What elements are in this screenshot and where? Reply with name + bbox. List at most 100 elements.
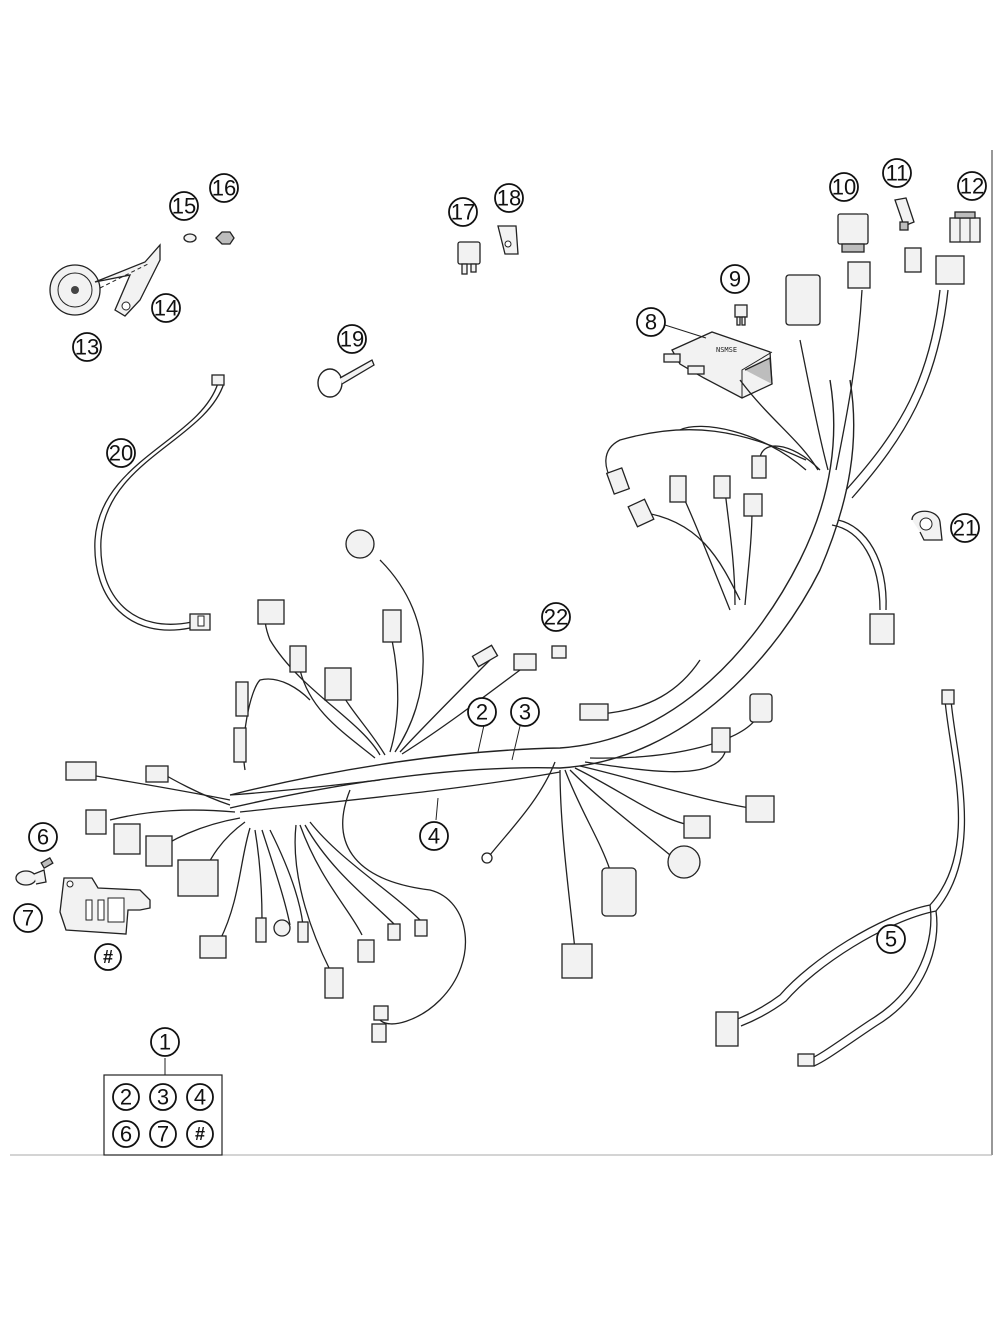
- callout-22: 22: [541, 602, 571, 632]
- connector-icon: [387, 923, 401, 941]
- svg-text:22: 22: [544, 605, 568, 630]
- connector-icon: [513, 653, 537, 671]
- svg-text:12: 12: [960, 174, 984, 199]
- connector-22-icon: [551, 645, 567, 659]
- kit-item-2: 2: [112, 1083, 140, 1111]
- connector-icon: [561, 943, 593, 979]
- connector-icon: [601, 867, 637, 917]
- connector-icon: [324, 667, 352, 701]
- callout-12: 12: [957, 171, 987, 201]
- svg-text:6: 6: [37, 825, 49, 850]
- kit-contents-box: [103, 1074, 223, 1156]
- connector-icon: [869, 613, 895, 645]
- connector-icon: [357, 939, 375, 963]
- connector-icon: [211, 374, 225, 386]
- svg-text:NSMSE: NSMSE: [716, 346, 737, 354]
- connector-icon: [743, 493, 763, 517]
- connector-icon: [145, 835, 173, 867]
- callout-16: 16: [209, 173, 239, 203]
- connector-icon: [669, 475, 687, 503]
- callout-10: 10: [829, 172, 859, 202]
- svg-text:11: 11: [886, 161, 909, 186]
- connector-icon: [935, 255, 965, 285]
- callout-17: 17: [448, 197, 478, 227]
- leader-4: [435, 797, 439, 821]
- svg-text:9: 9: [729, 267, 741, 292]
- relay-icon: [457, 241, 481, 275]
- relay-bracket-icon: [497, 225, 519, 255]
- connector-icon: [745, 795, 775, 823]
- svg-text:18: 18: [497, 186, 521, 211]
- kit-item-3: 3: [149, 1083, 177, 1111]
- svg-text:1: 1: [159, 1030, 171, 1055]
- callout-hash: #: [94, 943, 122, 971]
- connector-icon: [683, 815, 711, 839]
- svg-text:20: 20: [109, 441, 133, 466]
- connector-icon: [199, 935, 227, 959]
- cable-20: [94, 374, 225, 631]
- connector-icon: [273, 919, 291, 937]
- connector-icon: [257, 599, 285, 625]
- connector-icon: [373, 1005, 389, 1021]
- svg-text:7: 7: [157, 1122, 169, 1147]
- connector-icon: [233, 727, 247, 763]
- connector-icon: [785, 274, 821, 326]
- connector-icon: [255, 917, 267, 943]
- connector-icon: [113, 823, 141, 855]
- callout-4: 4: [419, 821, 449, 851]
- callout-2: 2: [467, 697, 497, 727]
- svg-text:4: 4: [194, 1085, 206, 1110]
- connector-icon: [715, 1011, 739, 1047]
- connector-icon: [941, 689, 955, 705]
- svg-text:19: 19: [340, 327, 364, 352]
- callout-15: 15: [169, 191, 199, 221]
- connector-icon: [713, 475, 731, 499]
- svg-text:7: 7: [22, 906, 34, 931]
- connector-icon: [667, 845, 701, 879]
- svg-text:5: 5: [885, 927, 897, 952]
- svg-text:2: 2: [120, 1085, 132, 1110]
- harness-connectors: [65, 247, 965, 1043]
- callout-1: 1: [150, 1027, 180, 1057]
- fuse-box-icon: NSMSE: [663, 331, 773, 399]
- relay-10-icon: [837, 213, 869, 253]
- connector-icon: [177, 859, 219, 897]
- svg-text:14: 14: [154, 296, 178, 321]
- svg-text:21: 21: [953, 516, 977, 541]
- svg-text:15: 15: [172, 194, 196, 219]
- connector-icon: [751, 455, 767, 479]
- connector-icon: [711, 727, 731, 753]
- kit-item-6: 6: [112, 1120, 140, 1148]
- leader-8: [664, 324, 707, 339]
- leader-3: [511, 725, 521, 761]
- connector-icon: [847, 261, 871, 289]
- connector-11-icon: [894, 197, 915, 231]
- callout-14: 14: [151, 293, 181, 323]
- connector-icon: [605, 467, 631, 495]
- callout-11: 11: [882, 158, 912, 188]
- connector-icon: [414, 919, 428, 937]
- connector-icon: [297, 921, 309, 943]
- callout-13: 13: [72, 332, 102, 362]
- svg-text:2: 2: [476, 700, 488, 725]
- svg-text:8: 8: [645, 310, 657, 335]
- connector-icon: [324, 967, 344, 999]
- svg-text:16: 16: [212, 176, 236, 201]
- callout-3: 3: [510, 697, 540, 727]
- leader-2: [477, 724, 485, 753]
- washer-icon: [183, 233, 197, 243]
- cable-5: [715, 689, 966, 1067]
- svg-text:17: 17: [451, 200, 475, 225]
- connector-12-icon: [949, 211, 981, 243]
- ring-terminal-icon: [481, 852, 493, 864]
- svg-text:6: 6: [120, 1122, 132, 1147]
- svg-text:13: 13: [75, 335, 99, 360]
- svg-text:10: 10: [832, 175, 856, 200]
- bracket-icon: [59, 877, 151, 935]
- nut-icon: [215, 231, 235, 245]
- svg-text:#: #: [103, 947, 113, 967]
- connector-icon: [382, 609, 402, 643]
- kit-item-4: 4: [186, 1083, 214, 1111]
- connector-icon: [235, 681, 249, 717]
